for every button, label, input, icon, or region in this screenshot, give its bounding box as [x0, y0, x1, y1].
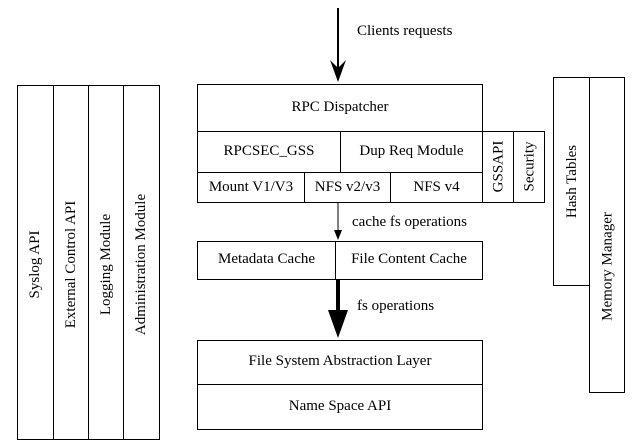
nfs-v4-label: NFS v4	[413, 179, 460, 195]
rpc-dispatcher-label: RPC Dispatcher	[291, 99, 389, 115]
fs-operations-label: fs operations	[357, 298, 435, 314]
rpc-dispatcher-box: RPC Dispatcher	[197, 84, 483, 132]
cache-fs-operations-label: cache fs operations	[352, 214, 467, 230]
fs-operations-arrowhead	[328, 310, 348, 338]
name-space-api-label: Name Space API	[288, 398, 392, 414]
security-label: Security	[521, 141, 538, 192]
logging-module-label: Logging Module	[98, 213, 114, 316]
file-content-cache-box: File Content Cache	[335, 241, 483, 280]
cache-fs-arrowhead	[334, 230, 342, 240]
logging-module-box: Logging Module	[88, 85, 124, 440]
memory-manager-label: Memory Manager	[599, 212, 616, 321]
file-content-cache-label: File Content Cache	[351, 251, 467, 267]
nfs-v2v3-label: NFS v2/v3	[314, 179, 381, 195]
memory-manager-box: Memory Manager	[589, 77, 625, 393]
gssapi-label: GSSAPI	[490, 140, 507, 193]
nfs-v2v3-box: NFS v2/v3	[304, 172, 391, 203]
mount-label: Mount V1/V3	[208, 179, 294, 195]
fsal-box: File System Abstraction Layer	[197, 340, 483, 385]
hash-tables-box: Hash Tables	[553, 77, 590, 286]
fsal-label: File System Abstraction Layer	[248, 353, 432, 369]
mount-box: Mount V1/V3	[197, 172, 305, 203]
external-control-api-label: External Control API	[63, 200, 79, 329]
rpcsec-gss-box: RPCSEC_GSS	[197, 131, 341, 173]
name-space-api-box: Name Space API	[197, 384, 483, 430]
syslog-api-box: Syslog API	[17, 85, 54, 440]
external-control-api-box: External Control API	[53, 85, 89, 440]
rpcsec-gss-label: RPCSEC_GSS	[223, 143, 315, 159]
clients-requests-label: Clients requests	[357, 23, 453, 39]
clients-requests-arrowhead	[330, 60, 346, 82]
administration-module-label: Administration Module	[133, 193, 149, 336]
security-box: Security	[513, 131, 545, 203]
metadata-cache-label: Metadata Cache	[217, 251, 316, 267]
dup-req-module-box: Dup Req Module	[340, 131, 483, 173]
syslog-api-label: Syslog API	[27, 230, 43, 299]
nfs-v4-box: NFS v4	[390, 172, 483, 203]
metadata-cache-box: Metadata Cache	[197, 241, 336, 280]
hash-tables-label: Hash Tables	[564, 144, 580, 219]
dup-req-module-label: Dup Req Module	[359, 143, 464, 159]
administration-module-box: Administration Module	[123, 85, 160, 440]
gssapi-box: GSSAPI	[482, 131, 514, 203]
